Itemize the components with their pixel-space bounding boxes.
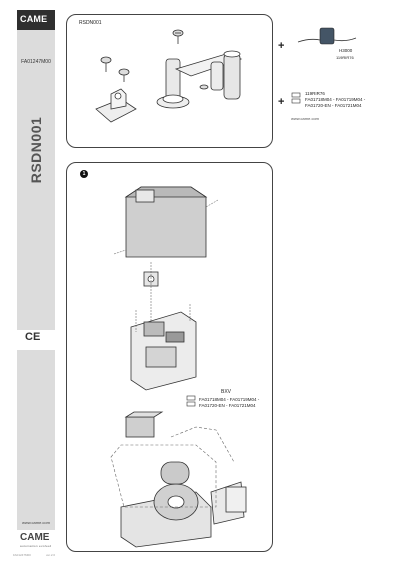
sidebar-strip-bottom xyxy=(17,350,55,530)
motor-base xyxy=(120,461,247,548)
kit-parts-drawing xyxy=(95,29,243,123)
accessories-url: www.came.com xyxy=(291,116,320,121)
h3000-ref: 119RIR76 xyxy=(336,55,354,60)
brand-name: CAME xyxy=(20,14,48,24)
installation-drawing xyxy=(110,186,247,548)
came-logo-bottom: CAME automation evolved xyxy=(17,530,55,550)
cover-outline xyxy=(110,444,217,508)
control-board xyxy=(130,311,197,391)
board-ref-1: 119RIR76 xyxy=(305,91,325,96)
brand-tagline: automation evolved xyxy=(20,544,52,548)
sidebar-url: www.came.com xyxy=(21,520,50,525)
footer-left: FA01247M00 xyxy=(13,553,31,557)
came-logo-top: CAME xyxy=(17,10,55,30)
arm-assembly xyxy=(156,50,243,109)
ce-mark: CE xyxy=(25,331,41,343)
board-ref-3: FA01720-EN - FA01721M04 xyxy=(305,103,362,108)
bxv-refs-1: FA01718M04 - FA01719M04 - xyxy=(199,397,260,402)
kit-panel-title: RSDN001 xyxy=(79,20,102,26)
document-icon xyxy=(291,92,301,104)
bxv-name: BXV xyxy=(221,389,232,395)
motor-cover xyxy=(124,186,208,258)
h3000-name: H3000 xyxy=(339,48,353,53)
plus-sign-2: + xyxy=(278,96,285,108)
transformer xyxy=(124,411,164,438)
bxv-refs-2: FA01720-EN - FA01721M04 xyxy=(199,403,256,408)
plus-sign-1: + xyxy=(278,40,285,52)
board-ref-2: FA01718M04 - FA01719M04 - xyxy=(305,97,366,102)
footer-right: ver.2.0 xyxy=(46,553,56,557)
h3000-device-drawing xyxy=(297,27,357,45)
sidebar-strip xyxy=(17,30,55,330)
mounting-bracket xyxy=(95,88,137,123)
doc-code: FA01247M00 xyxy=(21,59,51,65)
product-code: RSDN001 xyxy=(28,116,44,184)
screw-icon xyxy=(100,29,209,90)
brand-name-bottom: CAME xyxy=(20,532,50,543)
product-code-vertical: RSDN001 xyxy=(18,117,54,184)
document-icon-2 xyxy=(186,395,196,407)
ce-area xyxy=(17,330,55,350)
step-number-badge: 1 xyxy=(80,170,88,178)
